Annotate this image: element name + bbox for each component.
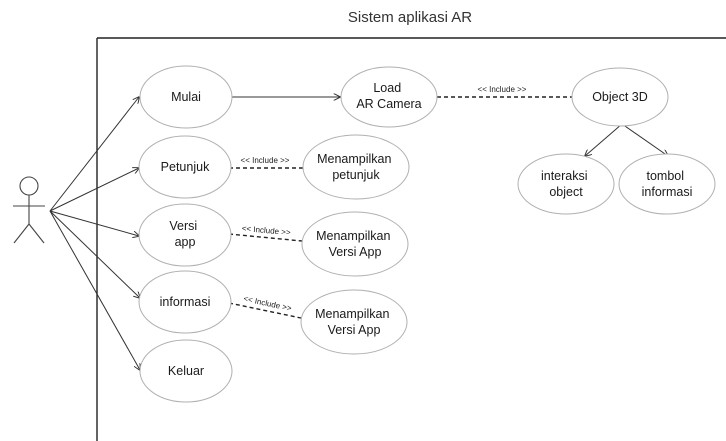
assoc-keluar — [49, 210, 140, 370]
label-mulai: Mulai — [171, 90, 201, 104]
usecase-mulai — [139, 65, 233, 129]
actor-head — [19, 176, 39, 196]
usecase-interaksi-object — [517, 153, 615, 215]
label-informasi: informasi — [160, 295, 211, 309]
label-versi-app: Versi app — [169, 219, 200, 249]
include-label-versi: << Include >> — [241, 224, 291, 237]
assoc-versi-app — [49, 210, 139, 236]
include-label-camera-object: << Include >> — [478, 85, 527, 94]
actor-user — [13, 176, 45, 244]
actor-right-leg — [28, 223, 45, 244]
system-boundary — [96, 37, 726, 441]
label-tombol-informasi: tombol informasi — [642, 169, 693, 199]
usecase-petunjuk — [138, 135, 232, 199]
label-menampilkan-versi-app-1: Menampilkan Versi App — [316, 229, 394, 259]
label-interaksi-object: interaksi object — [541, 169, 591, 199]
label-menampilkan-petunjuk: Menampilkan petunjuk — [317, 152, 395, 182]
actor-left-leg — [13, 223, 30, 244]
label-keluar: Keluar — [168, 364, 204, 378]
include-label-petunjuk: << Include >> — [241, 156, 290, 165]
usecase-informasi — [138, 270, 232, 334]
diagram-title: Sistem aplikasi AR — [348, 9, 472, 26]
label-load-ar-camera: Load AR Camera — [356, 81, 421, 111]
label-petunjuk: Petunjuk — [161, 160, 210, 174]
label-object-3d: Object 3D — [592, 90, 648, 104]
usecase-keluar — [139, 339, 233, 403]
assoc-informasi — [49, 210, 140, 298]
usecase-menampilkan-versi-app-2 — [300, 289, 408, 355]
usecase-load-ar-camera — [340, 66, 438, 128]
assoc-petunjuk — [49, 168, 139, 212]
arrow-object-interaksi — [585, 123, 623, 156]
usecase-menampilkan-versi-app-1 — [301, 211, 409, 277]
include-line-informasi — [228, 302, 302, 319]
usecase-versi-app — [138, 203, 232, 267]
usecase-menampilkan-petunjuk — [302, 134, 410, 200]
usecase-tombol-informasi — [618, 153, 716, 215]
arrow-object-tombol — [621, 123, 668, 156]
assoc-mulai — [49, 97, 139, 212]
include-label-informasi: << Include >> — [243, 294, 293, 313]
usecase-object-3d — [571, 67, 669, 127]
actor-associations — [49, 97, 140, 370]
include-line-versi — [228, 233, 303, 242]
label-menampilkan-versi-app-2: Menampilkan Versi App — [315, 307, 393, 337]
